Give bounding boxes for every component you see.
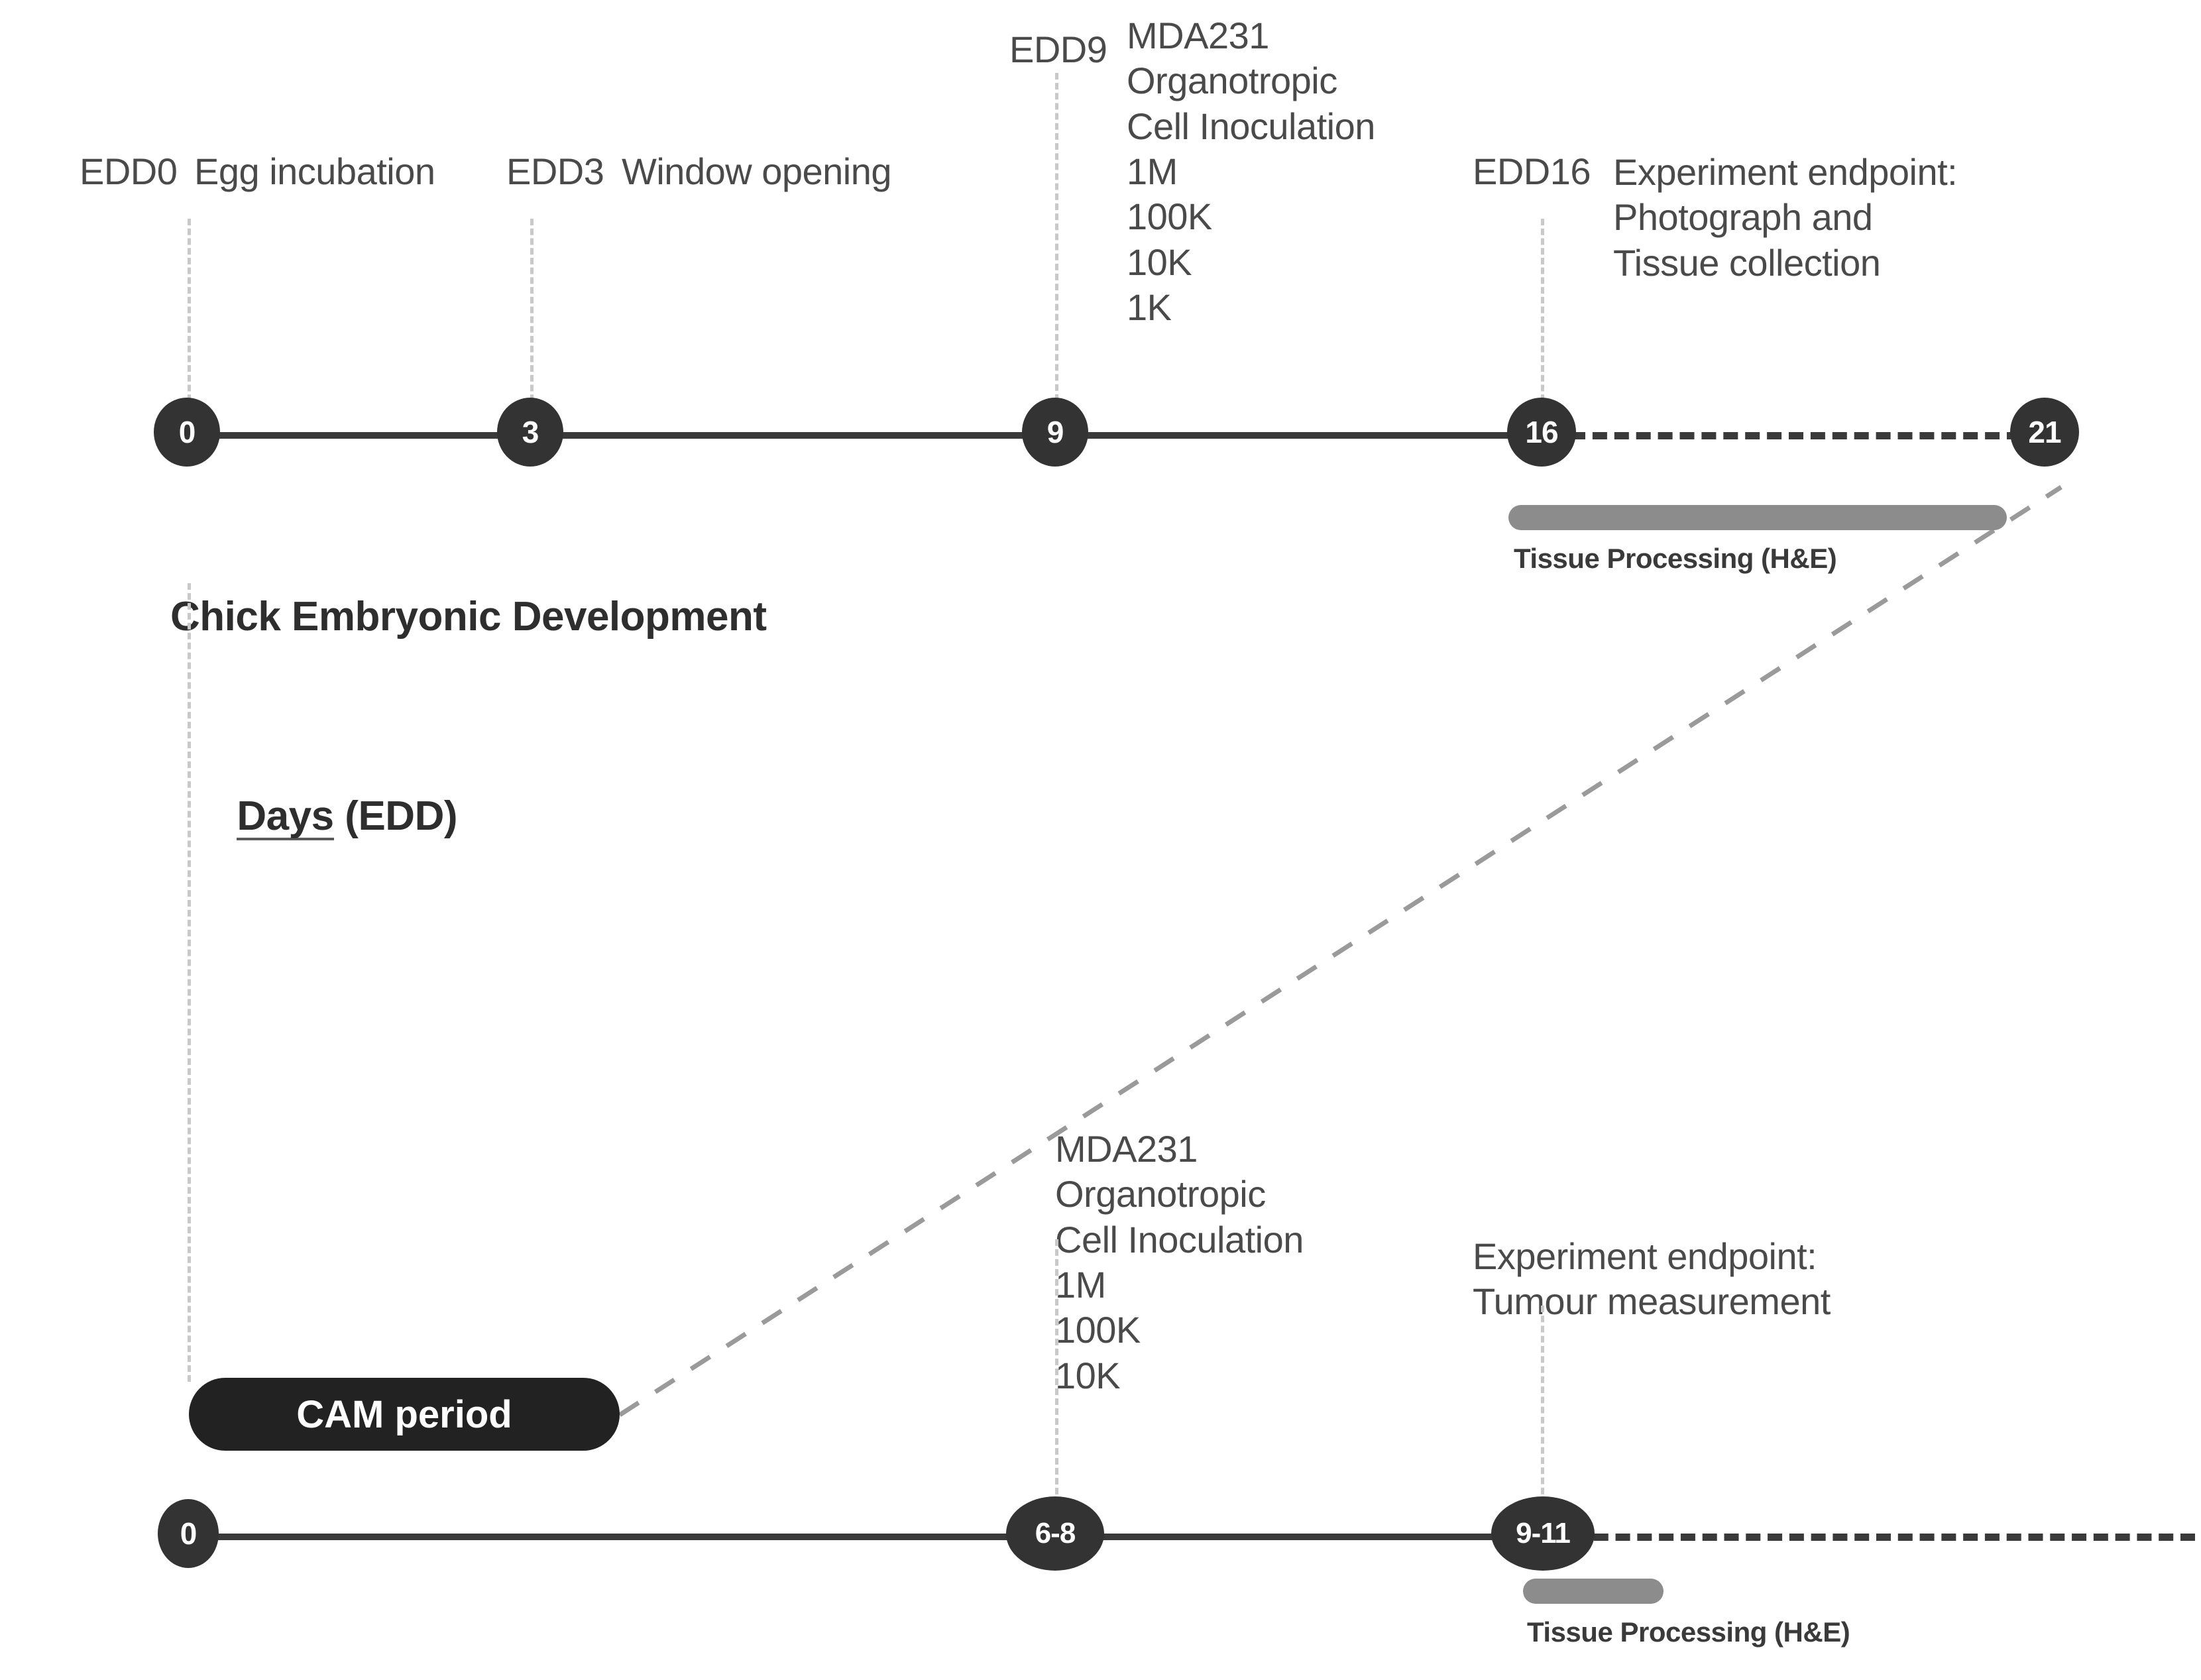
mice-node-6-8-value: 6-8 xyxy=(1035,1517,1076,1549)
mice-node-0-value: 0 xyxy=(180,1516,198,1551)
mice-axis-solid xyxy=(188,1534,1543,1540)
mice-tissue-processing-bar xyxy=(1523,1579,1664,1604)
leader-mice-6-8 xyxy=(1055,1239,1058,1504)
chick-node-21[interactable]: 21 xyxy=(2010,398,2079,467)
mice-node-6-8[interactable]: 6-8 xyxy=(1006,1496,1104,1571)
chick-node-0-value: 0 xyxy=(178,415,196,449)
leader-edd16 xyxy=(1541,219,1544,411)
mice-desc-9-11: Experiment endpoint: Tumour measurement xyxy=(1473,1235,1831,1323)
chick-tissue-processing-bar xyxy=(1508,505,2007,530)
mice-tissue-processing-label: Tissue Processing (H&E) xyxy=(1527,1616,1850,1648)
chick-desc-edd0: Egg incubation xyxy=(194,150,435,192)
chick-node-3-value: 3 xyxy=(522,415,539,449)
mice-node-9-11[interactable]: 9-11 xyxy=(1491,1496,1595,1571)
chick-tag-edd9: EDD9 xyxy=(1009,28,1107,70)
chick-tag-edd0: EDD0 xyxy=(80,150,178,192)
chick-axis-title-line2: Days (EDD) xyxy=(170,744,767,889)
chick-node-21-value: 21 xyxy=(2028,415,2061,449)
cam-period-label: CAM period xyxy=(296,1392,512,1436)
leader-edd0 xyxy=(188,219,191,411)
chick-node-9-value: 9 xyxy=(1046,415,1064,449)
chick-axis-title: Chick Embryonic Development Days (EDD) xyxy=(170,496,767,986)
chick-node-0[interactable]: 0 xyxy=(154,398,220,467)
leader-mice-9-11 xyxy=(1541,1306,1544,1504)
chick-axis-title-line1: Chick Embryonic Development xyxy=(170,594,767,640)
chick-desc-edd9: MDA231 Organotropic Cell Inoculation 1M … xyxy=(1127,15,1375,328)
chick-axis-solid xyxy=(188,432,1543,439)
mice-desc-6-8: MDA231 Organotropic Cell Inoculation 1M … xyxy=(1055,1128,1304,1396)
chick-desc-edd16: Experiment endpoint: Photograph and Tiss… xyxy=(1613,151,1958,284)
mice-axis-dashed xyxy=(1572,1534,2195,1541)
chick-axis-title-edd-suffix: (EDD) xyxy=(333,793,457,839)
chick-tag-edd3: EDD3 xyxy=(506,150,604,192)
chick-node-16[interactable]: 16 xyxy=(1507,398,1576,467)
mice-node-0[interactable]: 0 xyxy=(158,1499,219,1568)
chick-node-9[interactable]: 9 xyxy=(1022,398,1088,467)
chick-axis-title-days-underlined: Days xyxy=(237,795,334,841)
leader-mice-0 xyxy=(188,583,191,1382)
chick-tag-edd16: EDD16 xyxy=(1473,150,1591,192)
chick-node-3[interactable]: 3 xyxy=(497,398,563,467)
mice-axis-title: Mice age (Weeks) xyxy=(53,1585,274,1680)
leader-edd9 xyxy=(1055,73,1058,411)
chick-axis-dashed xyxy=(1571,432,2021,439)
leader-edd3 xyxy=(530,219,534,411)
mice-node-9-11-value: 9-11 xyxy=(1516,1517,1571,1549)
chick-node-16-value: 16 xyxy=(1525,415,1558,449)
chick-tissue-processing-label: Tissue Processing (H&E) xyxy=(1514,543,1837,574)
chick-desc-edd3: Window opening xyxy=(622,150,892,192)
cam-period-pill[interactable]: CAM period xyxy=(189,1378,620,1451)
